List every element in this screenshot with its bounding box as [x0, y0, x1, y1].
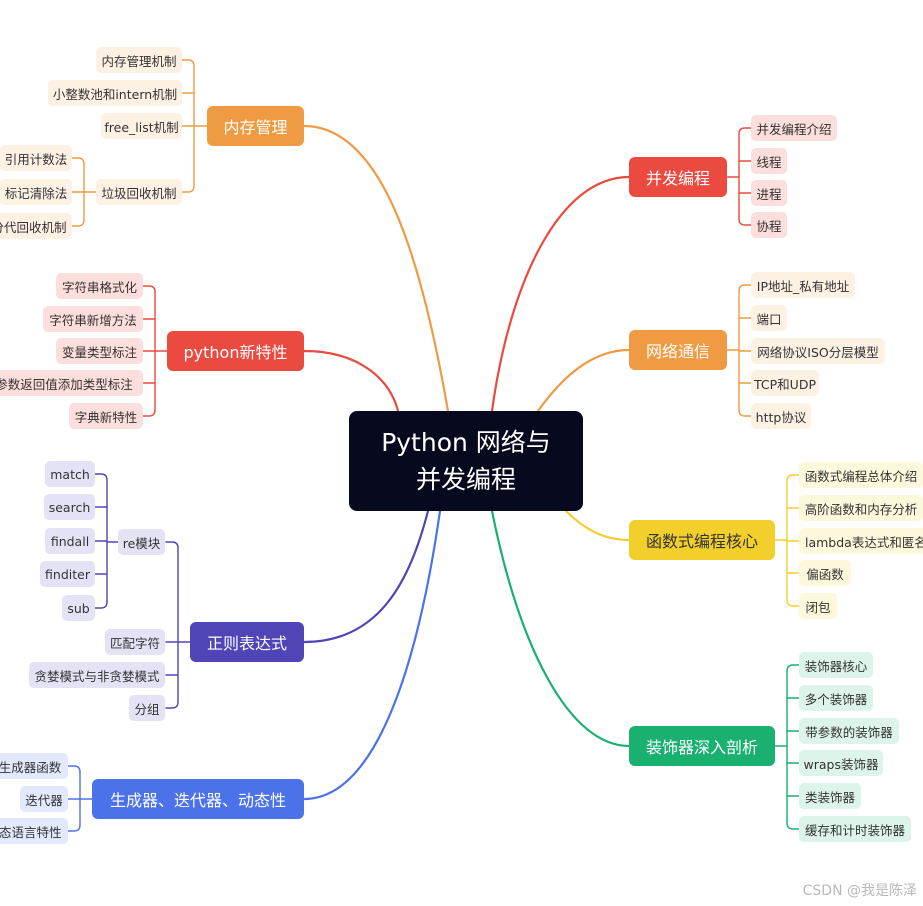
leaf-decorator-core[interactable]: 装饰器核心	[799, 652, 873, 678]
memory-gc-tick-0	[71, 157, 85, 165]
leaf-reference-counting[interactable]: 引用计数法	[0, 145, 72, 171]
deco-tick-0	[786, 664, 800, 672]
watermark-text: CSDN @我是陈泽	[802, 883, 917, 899]
leaf-partial-function[interactable]: 偏函数	[799, 560, 851, 586]
branch-memory-management[interactable]: 内存管理	[207, 106, 304, 146]
regex-tick-0	[165, 541, 179, 549]
branch-concurrency[interactable]: 并发编程	[629, 157, 727, 197]
net-tick-0	[738, 284, 752, 292]
leaf-matching-chars[interactable]: 匹配字符	[105, 629, 165, 655]
leaf-process[interactable]: 进程	[751, 180, 787, 206]
leaf-wraps-decorator[interactable]: wraps装饰器	[799, 750, 883, 776]
leaf-garbage-collection[interactable]: 垃圾回收机制	[96, 179, 182, 205]
leaf-param-decorators[interactable]: 带参数的装饰器	[799, 718, 899, 744]
regex-re-tick-4	[94, 601, 108, 609]
branch-functional-programming[interactable]: 函数式编程核心	[629, 520, 775, 560]
leaf-coroutine[interactable]: 协程	[751, 212, 787, 238]
leaf-re-module[interactable]: re模块	[118, 529, 165, 555]
root-node[interactable]: Python 网络与 并发编程	[349, 411, 583, 511]
leaf-re-search[interactable]: search	[44, 494, 95, 520]
leaf-function-type-annotation[interactable]: 函数参数返回值添加类型标注	[0, 370, 143, 396]
leaf-free-list[interactable]: free_list机制	[101, 113, 182, 139]
leaf-cache-timing-decorators[interactable]: 缓存和计时装饰器	[799, 816, 911, 842]
leaf-functional-intro[interactable]: 函数式编程总体介绍	[799, 462, 923, 488]
leaf-dynamic-language[interactable]: 动态语言特性	[0, 818, 68, 844]
regex-re-tick-0	[94, 473, 108, 481]
branch-networking[interactable]: 网络通信	[629, 330, 727, 370]
memory-gc-tick-2	[71, 219, 85, 227]
connector-root-net	[536, 348, 631, 413]
memory-tick-0	[181, 59, 195, 67]
leaf-iso-model[interactable]: 网络协议ISO分层模型	[751, 338, 885, 364]
connector-root-conc	[490, 175, 631, 413]
leaf-class-decorator[interactable]: 类装饰器	[799, 783, 861, 809]
leaf-memory-mechanism[interactable]: 内存管理机制	[96, 47, 182, 73]
regex-tick-3	[165, 701, 179, 709]
leaf-dict-new-features[interactable]: 字典新特性	[69, 403, 143, 429]
gen-tick-0	[67, 765, 81, 773]
leaf-mark-sweep[interactable]: 标记清除法	[0, 179, 72, 205]
leaf-tcp-udp[interactable]: TCP和UDP	[751, 370, 819, 396]
leaf-lambda[interactable]: lambda表达式和匿名函数	[799, 528, 923, 554]
leaf-string-formatting[interactable]: 字符串格式化	[56, 273, 143, 299]
connector-root-newfeat	[302, 349, 400, 413]
leaf-ip-address[interactable]: IP地址_私有地址	[751, 272, 855, 298]
conc-tick-3	[738, 218, 752, 226]
leaf-concurrency-intro[interactable]: 并发编程介绍	[751, 115, 837, 141]
leaf-small-int-pool[interactable]: 小整数池和intern机制	[48, 80, 182, 106]
connector-root-regex	[302, 509, 430, 644]
branch-regular-expressions[interactable]: 正则表达式	[190, 622, 304, 662]
gen-tick-2	[67, 824, 81, 832]
leaf-http[interactable]: http协议	[751, 403, 811, 429]
branch-generators-iterators[interactable]: 生成器、迭代器、动态性	[92, 779, 304, 819]
branch-python-new-features[interactable]: python新特性	[167, 331, 304, 371]
leaf-variable-type-annotation[interactable]: 变量类型标注	[56, 338, 143, 364]
newfeat-tick-4	[142, 409, 156, 417]
leaf-generational-gc[interactable]: 分代回收机制	[0, 213, 72, 239]
leaf-generator-function[interactable]: 生成器函数	[0, 753, 68, 779]
leaf-iterator[interactable]: 迭代器	[20, 786, 68, 812]
conc-tick-0	[738, 127, 752, 135]
leaf-string-new-methods[interactable]: 字符串新增方法	[43, 306, 143, 332]
connector-root-memory	[302, 124, 450, 413]
func-tick-0	[786, 474, 800, 482]
func-tick-4	[786, 599, 800, 607]
leaf-thread[interactable]: 线程	[751, 148, 787, 174]
leaf-re-match[interactable]: match	[45, 461, 95, 487]
root-title-line2: 并发编程	[415, 465, 516, 494]
leaf-re-sub[interactable]: sub	[62, 595, 95, 621]
leaf-grouping[interactable]: 分组	[129, 695, 165, 721]
leaf-higher-order-functions[interactable]: 高阶函数和内存分析	[799, 495, 923, 521]
branch-decorators[interactable]: 装饰器深入剖析	[629, 726, 775, 766]
leaf-greedy-modes[interactable]: 贪婪模式与非贪婪模式	[29, 662, 165, 688]
connector-root-func	[564, 509, 631, 542]
memory-tick-3	[181, 185, 195, 193]
connector-root-deco	[490, 509, 631, 748]
net-tick-4	[738, 409, 752, 417]
deco-tick-5	[786, 822, 800, 830]
leaf-port[interactable]: 端口	[751, 305, 787, 331]
leaf-closure[interactable]: 闭包	[799, 593, 837, 619]
connector-root-gen	[302, 509, 442, 801]
newfeat-tick-0	[142, 285, 156, 293]
leaf-re-finditer[interactable]: finditer	[40, 561, 95, 587]
leaf-re-findall[interactable]: findall	[45, 528, 95, 554]
root-title-line1: Python 网络与	[381, 428, 551, 457]
leaf-multiple-decorators[interactable]: 多个装饰器	[799, 685, 873, 711]
